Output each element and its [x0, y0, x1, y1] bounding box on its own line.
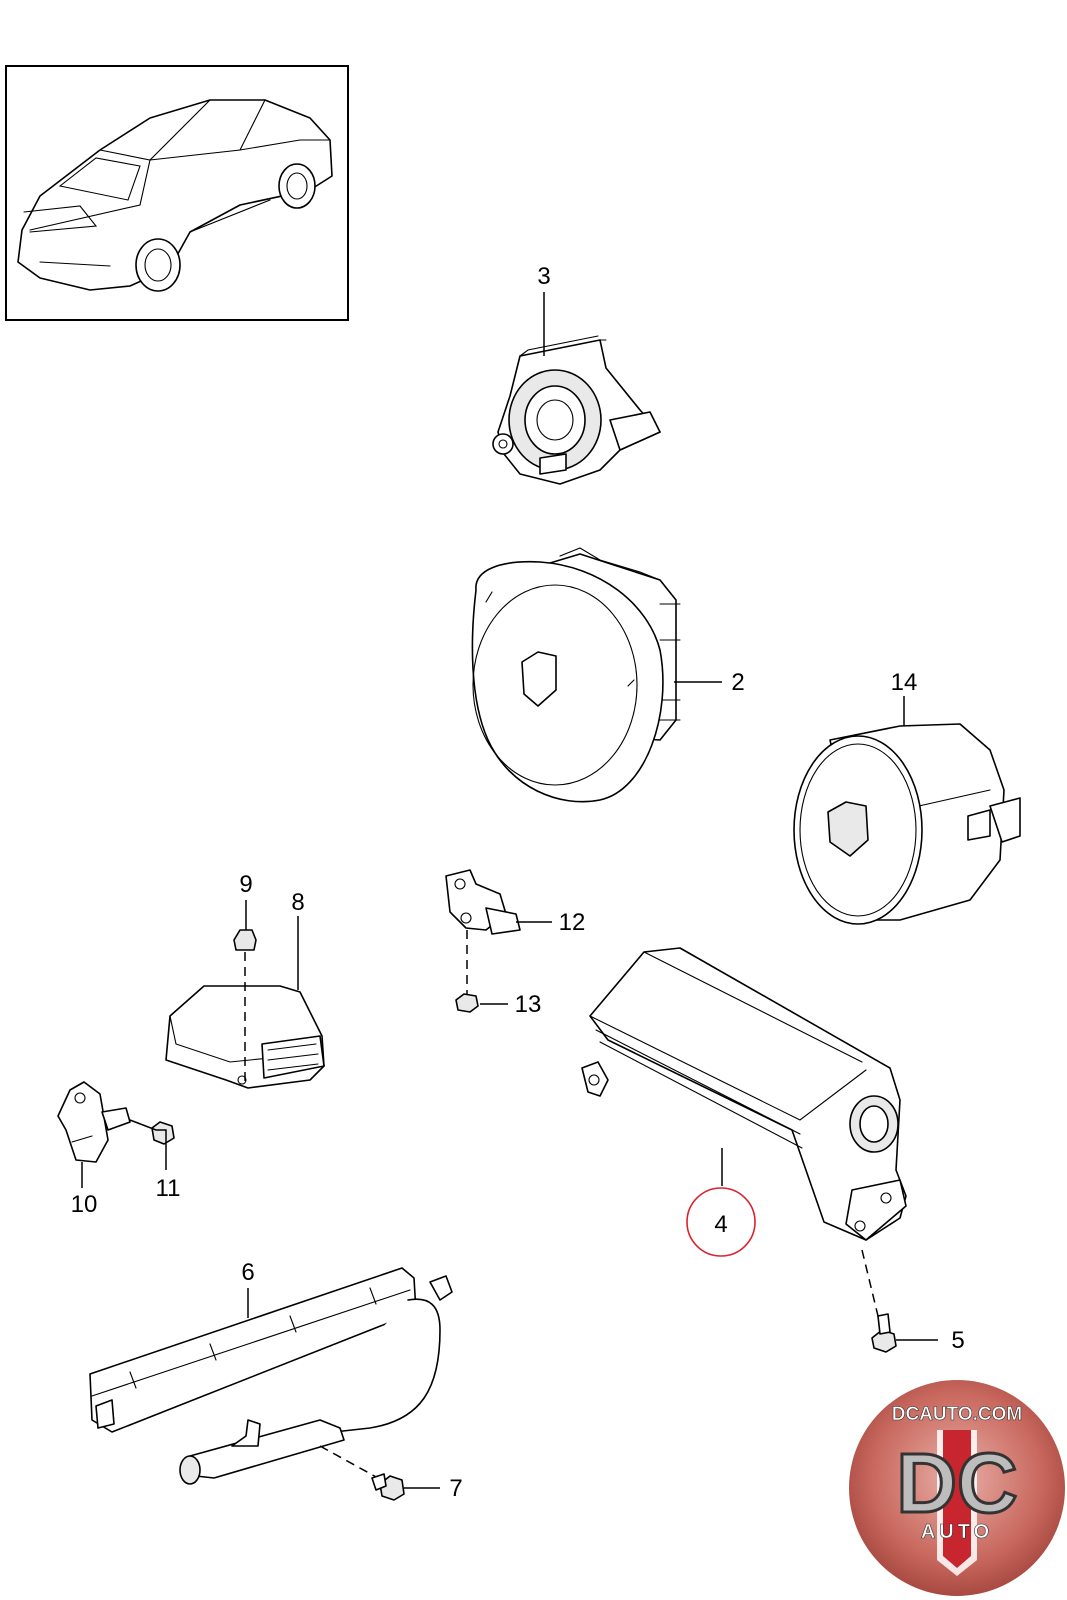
highlight-circle	[686, 1187, 756, 1257]
part-10-sensor	[57, 1081, 131, 1163]
callout-9: 9	[239, 871, 252, 898]
callout-10: 10	[71, 1191, 98, 1218]
part-2-driver-airbag	[471, 547, 681, 803]
callout-2: 2	[731, 669, 744, 696]
leader-lines	[81, 292, 938, 1489]
part-12-sensor	[445, 869, 521, 996]
part-14-passenger-airbag	[793, 723, 1021, 925]
callout-12: 12	[559, 909, 586, 936]
part-6-curtain-airbag	[89, 1267, 453, 1485]
callout-14: 14	[891, 669, 918, 696]
callout-11: 11	[156, 1175, 181, 1202]
part-8-control-unit	[165, 952, 325, 1089]
dcauto-logo: DCAUTO.COM DC AUTO	[849, 1380, 1065, 1596]
vehicle-thumbnail	[5, 65, 349, 321]
callout-4: 4	[714, 1211, 727, 1238]
part-13-nut	[455, 993, 479, 1013]
part-7-bolt	[371, 1473, 405, 1501]
part-11-nut	[151, 1121, 175, 1145]
callout-6: 6	[241, 1259, 254, 1286]
callout-labels: 3 2 14 9 8 12 13 10 11 4 6 5 7	[71, 263, 965, 1502]
logo-main-text: DC	[896, 1436, 1017, 1530]
car-icon	[17, 99, 333, 292]
logo-top-text: DCAUTO.COM	[892, 1404, 1023, 1425]
part-5-bolt	[871, 1313, 897, 1353]
callout-13: 13	[515, 991, 542, 1018]
part-9-nut	[233, 929, 257, 951]
logo-sub-text: AUTO	[921, 1521, 993, 1543]
callout-7: 7	[449, 1475, 462, 1502]
part-3-clock-spring	[492, 335, 661, 485]
callout-3: 3	[537, 263, 550, 290]
callout-5: 5	[951, 1327, 964, 1354]
callout-8: 8	[291, 889, 304, 916]
part-4-airbag-module	[581, 947, 907, 1317]
